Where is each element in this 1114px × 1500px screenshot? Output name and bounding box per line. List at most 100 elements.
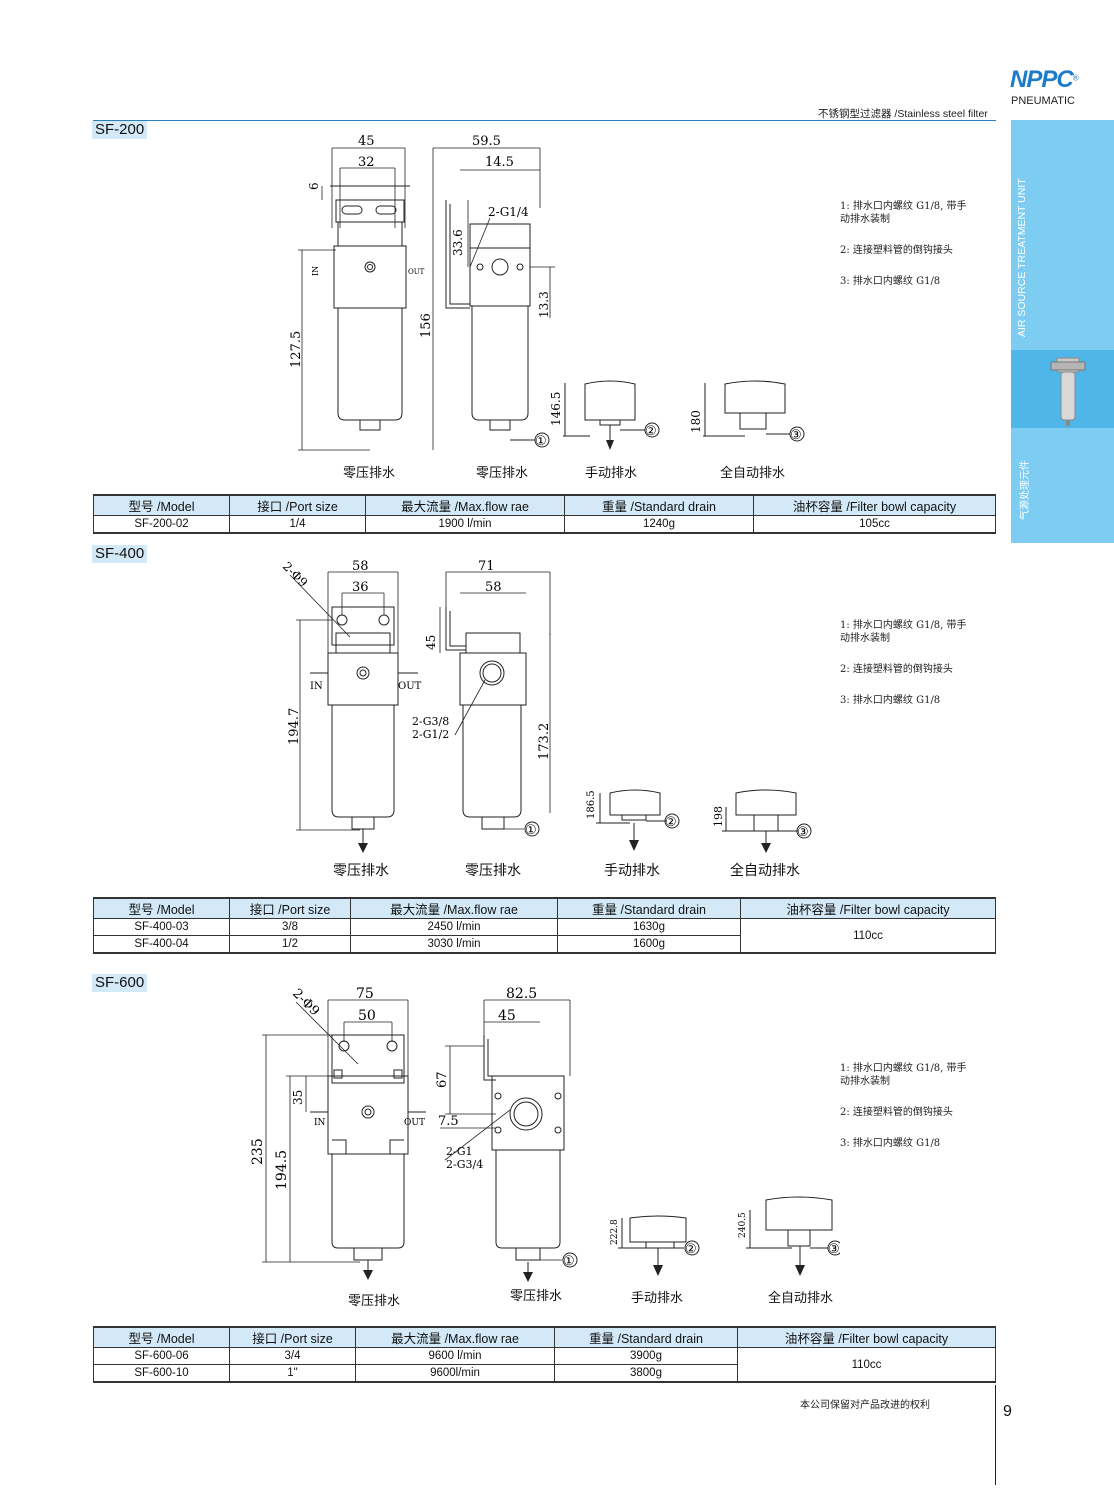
callout-1-sf400: ① bbox=[525, 823, 537, 838]
registered-mark: ® bbox=[1072, 73, 1079, 83]
dim-35: 35 bbox=[291, 1090, 305, 1105]
brand-logo: NPPC® bbox=[1010, 66, 1079, 94]
callout-1-sf600: ① bbox=[563, 1254, 575, 1269]
spec-table-sf400: 型号 /Model 接口 /Port size 最大流量 /Max.flow r… bbox=[93, 897, 996, 954]
dim-222-8: 222.8 bbox=[610, 1219, 620, 1245]
dim-45: 45 bbox=[358, 134, 375, 149]
cell-port: 1" bbox=[229, 1364, 356, 1383]
caption-zero-pressure-5: 零压排水 bbox=[348, 1294, 401, 1309]
dim-7-5: 7.5 bbox=[438, 1114, 459, 1129]
cell-flow: 9600 l/min bbox=[355, 1347, 555, 1365]
caption-zero-pressure-1: 零压排水 bbox=[343, 466, 396, 481]
caption-auto-drain: 全自动排水 bbox=[720, 466, 786, 481]
col-port: 接口 /Port size bbox=[229, 897, 351, 919]
cell-model: SF-200-02 bbox=[93, 515, 230, 534]
note-3: 3: 排水口内螺纹 G1/8 bbox=[840, 276, 941, 287]
col-model: 型号 /Model bbox=[93, 494, 230, 516]
caption-manual-drain: 手动排水 bbox=[585, 466, 638, 481]
cell-model: SF-600-10 bbox=[93, 1364, 230, 1383]
cell-port: 1/4 bbox=[229, 515, 366, 534]
dim-156: 156 bbox=[419, 313, 434, 338]
brand-logo-text: NPPC bbox=[1010, 66, 1074, 93]
dim-194-5: 194.5 bbox=[274, 1150, 290, 1190]
port-in-label-600: IN bbox=[314, 1118, 326, 1128]
dim-36: 36 bbox=[352, 580, 369, 595]
spec-table-sf600: 型号 /Model 接口 /Port size 最大流量 /Max.flow r… bbox=[93, 1326, 996, 1383]
table-header-row: 型号 /Model 接口 /Port size 最大流量 /Max.flow r… bbox=[93, 1326, 996, 1348]
brand-sub: PNEUMATIC bbox=[1011, 95, 1075, 107]
table-header-row: 型号 /Model 接口 /Port size 最大流量 /Max.flow r… bbox=[93, 897, 996, 919]
dim-240-5: 240.5 bbox=[738, 1212, 748, 1238]
cell-weight: 3800g bbox=[554, 1364, 738, 1383]
dim-33-6: 33.6 bbox=[451, 229, 465, 256]
port-in-label: IN bbox=[311, 266, 320, 276]
port-in-label-400: IN bbox=[310, 681, 323, 692]
port-out-label: OUT bbox=[408, 268, 425, 276]
page-number: 9 bbox=[1003, 1403, 1012, 1420]
cell-port: 3/8 bbox=[229, 918, 351, 936]
sidebar-band-image bbox=[1011, 350, 1114, 428]
sidebar-band-bottom bbox=[1011, 428, 1114, 543]
thread-label-g34: 2-G3/4 bbox=[446, 1158, 483, 1171]
note-2: 2: 连接塑料管的倒钩接头 bbox=[840, 245, 953, 256]
col-weight: 重量 /Standard drain bbox=[554, 1326, 738, 1348]
callout-2-sf400: ② bbox=[665, 815, 677, 830]
col-model: 型号 /Model bbox=[93, 897, 230, 919]
dim-59-5: 59.5 bbox=[472, 134, 501, 149]
cell-weight: 1240g bbox=[564, 515, 754, 534]
sf400-drawing: 58 36 2-Φ9 194.7 IN OUT 71 58 45 2-G3/8 … bbox=[280, 559, 812, 853]
cell-model: SF-400-03 bbox=[93, 918, 230, 936]
cell-weight: 1600g bbox=[557, 935, 741, 954]
col-capacity: 油杯容量 /Filter bowl capacity bbox=[740, 897, 996, 919]
callout-2-sf200: ② bbox=[645, 424, 657, 439]
dim-235: 235 bbox=[250, 1138, 266, 1165]
cell-flow: 3030 l/min bbox=[350, 935, 558, 954]
thread-label-g1: 2-G1 bbox=[446, 1145, 473, 1158]
cell-capacity: 105cc bbox=[753, 515, 996, 534]
callout-1-sf200: ① bbox=[535, 434, 547, 449]
table-row: SF-600-10 1" 9600l/min 3800g bbox=[93, 1364, 996, 1383]
port-out-label-400: OUT bbox=[398, 681, 422, 692]
dim-146-5: 146.5 bbox=[549, 392, 563, 426]
col-capacity: 油杯容量 /Filter bowl capacity bbox=[737, 1326, 996, 1348]
dim-14-5: 14.5 bbox=[485, 155, 514, 170]
dim-194-7: 194.7 bbox=[287, 708, 302, 745]
dim-67: 67 bbox=[435, 1071, 450, 1088]
cell-model: SF-600-06 bbox=[93, 1347, 230, 1365]
cell-flow: 2450 l/min bbox=[350, 918, 558, 936]
sidebar-title-cn: 气源处理元件 bbox=[1020, 460, 1031, 520]
note-3: 3: 排水口内螺纹 G1/8 bbox=[840, 695, 941, 706]
col-flow: 最大流量 /Max.flow rae bbox=[365, 494, 565, 516]
note-1: 1: 排水口内螺纹 G1/8, 带手动排水装制 bbox=[840, 1063, 967, 1087]
note-2: 2: 连接塑料管的倒钩接头 bbox=[840, 1107, 953, 1118]
thread-label-g38: 2-G3/8 bbox=[412, 715, 449, 728]
cell-capacity: 110cc bbox=[737, 1347, 996, 1383]
thread-label-g12: 2-G1/2 bbox=[412, 728, 449, 741]
table-row: SF-400-03 3/8 2450 l/min 1630g 110cc bbox=[93, 918, 996, 954]
caption-manual-drain-400: 手动排水 bbox=[604, 863, 660, 879]
section-label-sf400: SF-400 bbox=[92, 545, 148, 563]
notes-sf200: 1: 排水口内螺纹 G1/8, 带手动排水装制 2: 连接塑料管的倒钩接头 3:… bbox=[840, 200, 970, 288]
cell-port: 1/2 bbox=[229, 935, 351, 954]
cell-flow: 1900 l/min bbox=[365, 515, 565, 534]
thread-label-g14: 2-G1/4 bbox=[488, 205, 529, 219]
footer-note: 本公司保留对产品改进的权利 bbox=[800, 1400, 930, 1411]
notes-sf400: 1: 排水口内螺纹 G1/8, 带手动排水装制 2: 连接塑料管的倒钩接头 3:… bbox=[840, 619, 970, 707]
cell-weight: 1630g bbox=[557, 918, 741, 936]
caption-auto-drain-600: 全自动排水 bbox=[768, 1291, 834, 1306]
dim-71: 71 bbox=[478, 559, 495, 574]
cell-weight: 3900g bbox=[554, 1347, 738, 1365]
section-label-sf600: SF-600 bbox=[92, 974, 148, 992]
dim-32: 32 bbox=[358, 155, 375, 170]
col-port: 接口 /Port size bbox=[229, 1326, 356, 1348]
caption-zero-pressure-3: 零压排水 bbox=[333, 863, 389, 879]
note-3: 3: 排水口内螺纹 G1/8 bbox=[840, 1138, 941, 1149]
cell-capacity: 110cc bbox=[740, 918, 996, 954]
caption-auto-drain-400: 全自动排水 bbox=[730, 863, 800, 879]
filter-thumbnail-icon bbox=[1050, 357, 1086, 426]
table-row: SF-400-04 1/2 3030 l/min 1600g bbox=[93, 935, 996, 954]
notes-sf600: 1: 排水口内螺纹 G1/8, 带手动排水装制 2: 连接塑料管的倒钩接头 3:… bbox=[840, 1062, 970, 1150]
cell-model: SF-400-04 bbox=[93, 935, 230, 954]
dim-58-front: 58 bbox=[352, 559, 369, 574]
sf200-drawing: 45 32 6 127.5 IN OUT 59.5 14.5 2-G1/4 33… bbox=[289, 134, 805, 451]
